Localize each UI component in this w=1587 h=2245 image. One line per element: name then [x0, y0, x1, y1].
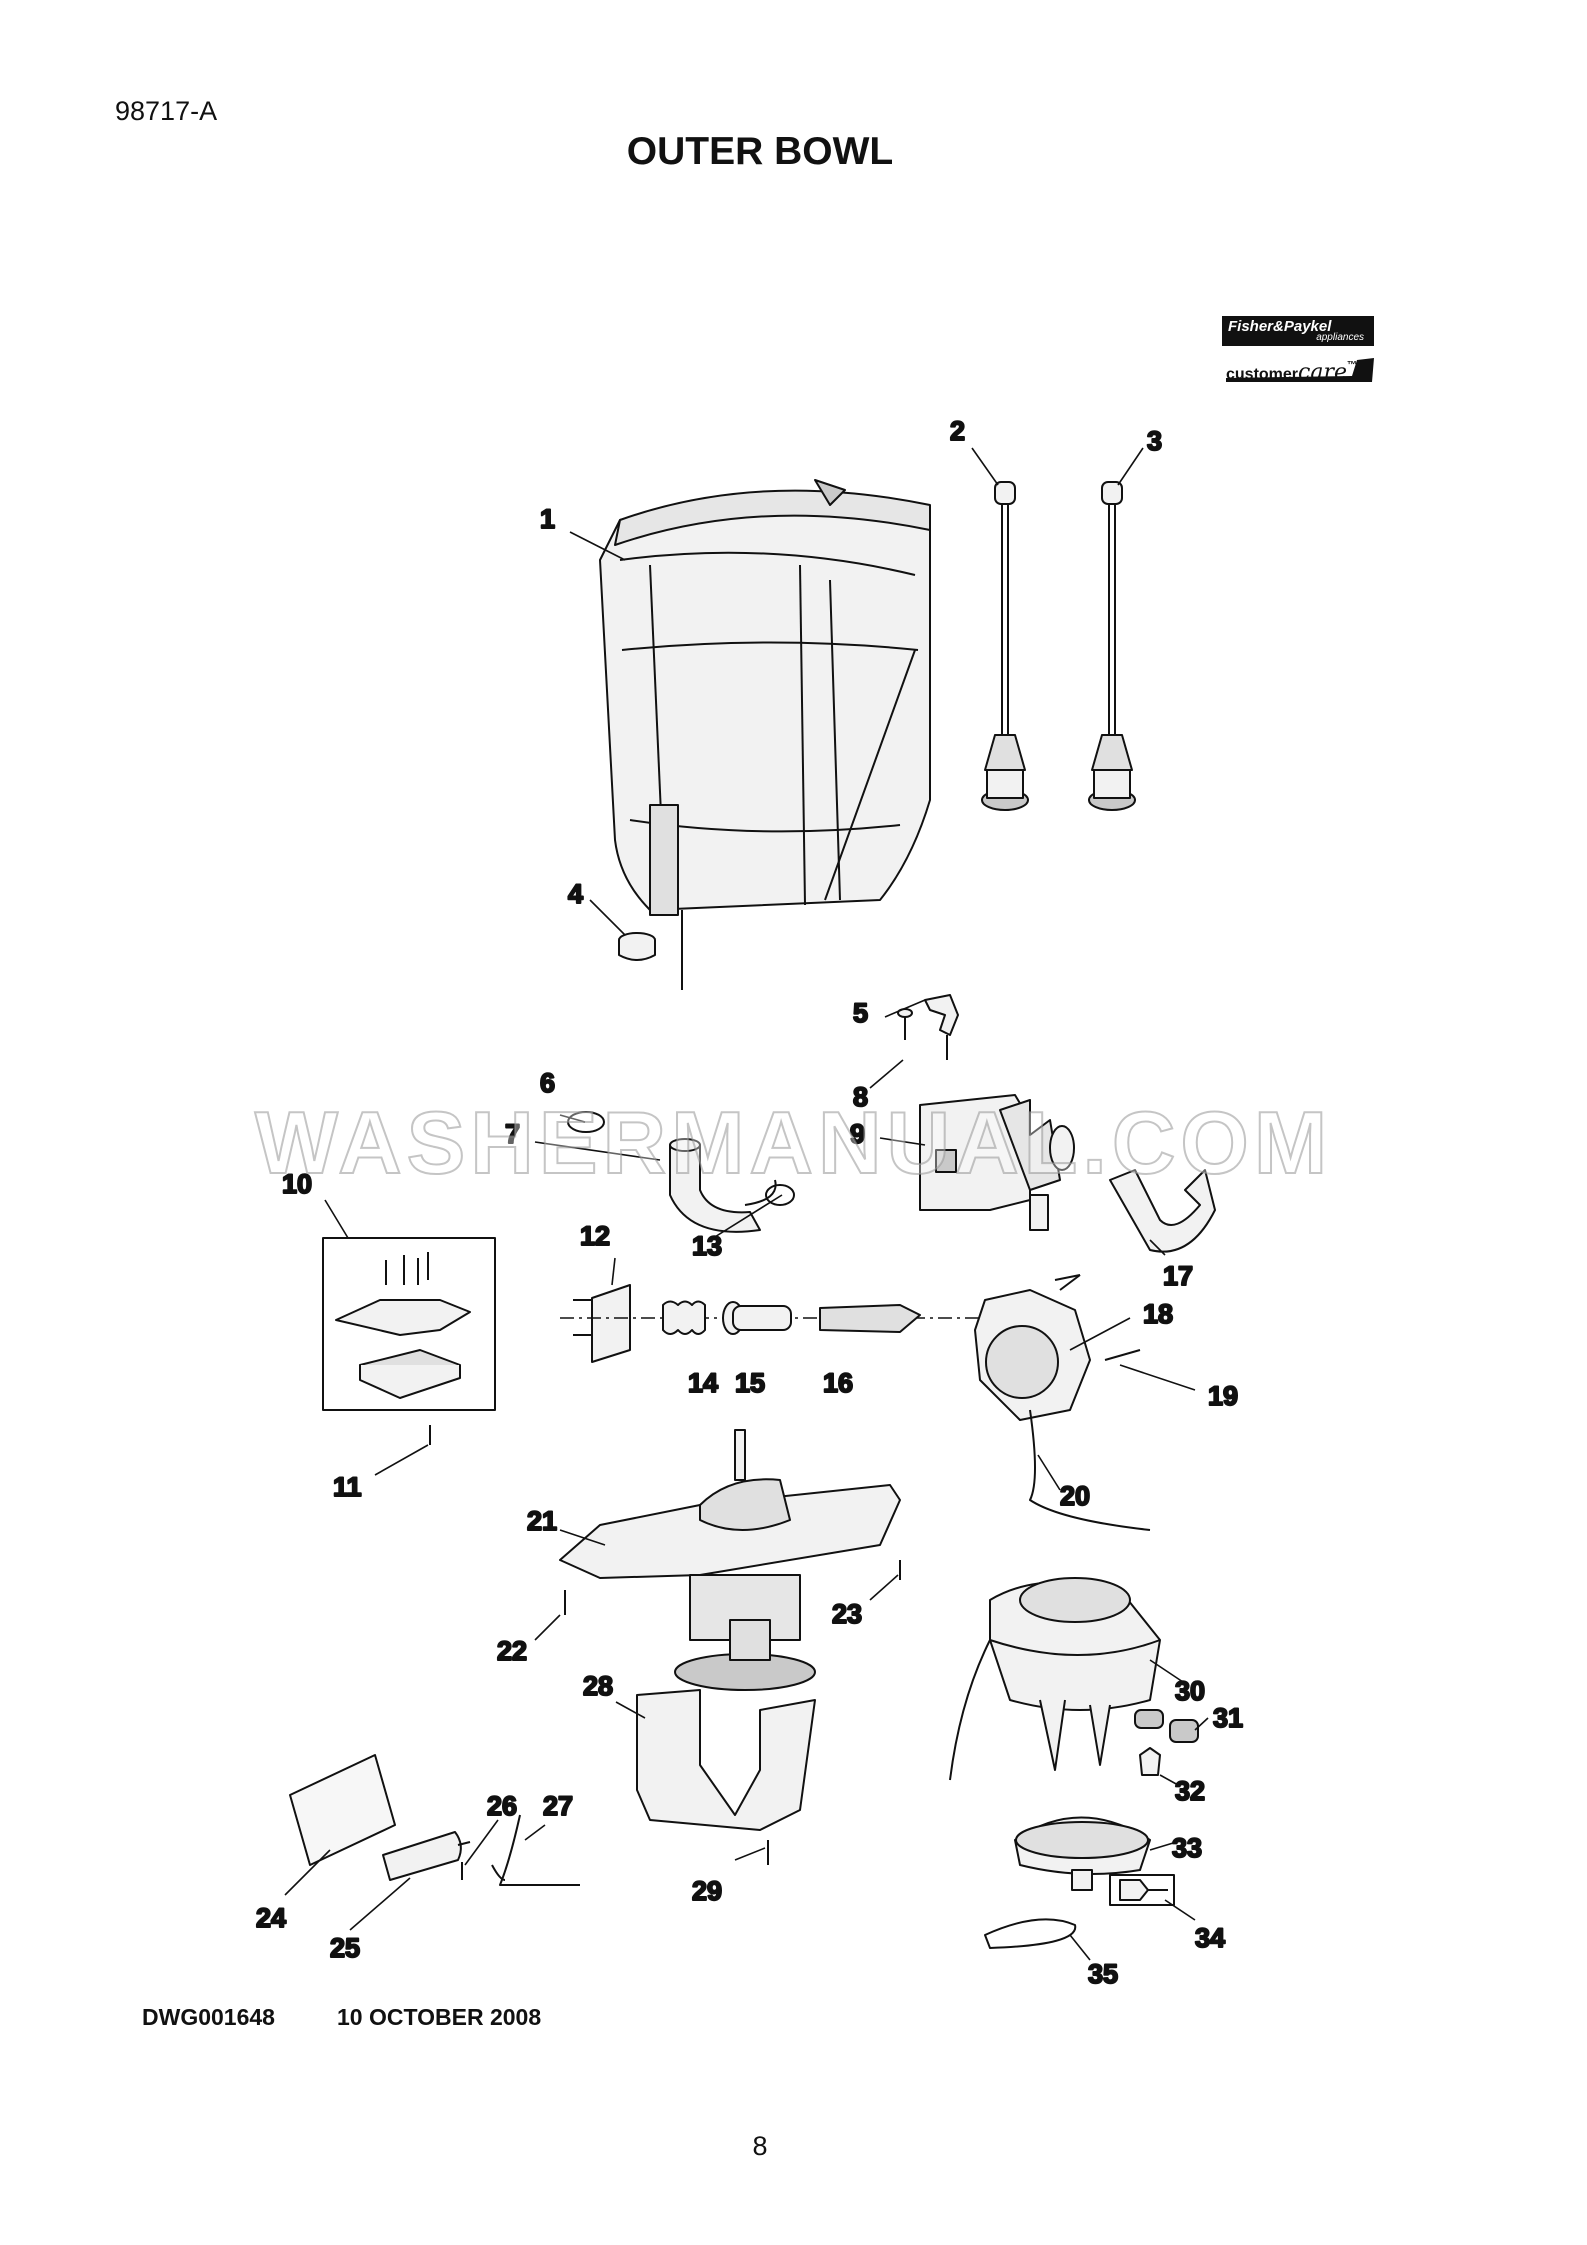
- elbow-hose-part: [1109, 1169, 1216, 1253]
- suspension-rod-part-3: [1088, 481, 1136, 811]
- drive-motor-part: [949, 1577, 1161, 1781]
- callout-13: 13: [692, 1231, 722, 1261]
- callout-28: 28: [583, 1671, 613, 1701]
- callout-14: 14: [688, 1368, 718, 1398]
- callout-6: 6: [540, 1068, 555, 1098]
- shift-motor-part: [974, 1274, 1151, 1531]
- callout-10: 10: [282, 1169, 312, 1199]
- callout-17: 17: [1163, 1261, 1193, 1291]
- callout-31: 31: [1213, 1703, 1243, 1733]
- callout-35: 35: [1088, 1959, 1118, 1989]
- callout-1: 1: [540, 504, 555, 534]
- callout-2: 2: [950, 416, 965, 446]
- drain-pump-part: [919, 1094, 1075, 1231]
- callout-16: 16: [823, 1368, 853, 1398]
- callout-22: 22: [497, 1636, 527, 1666]
- gearcase-base-part: [559, 1429, 901, 1691]
- wiring-harness-part: [461, 1814, 580, 1886]
- callout-numbers: 1 2 3 4 5 6 7 8 9 10 11 12 13 14 15 16 1…: [255, 415, 1244, 1990]
- callout-20: 20: [1060, 1481, 1090, 1511]
- capacitor-part: [382, 1831, 471, 1881]
- callout-15: 15: [735, 1368, 765, 1398]
- callout-9: 9: [850, 1119, 865, 1149]
- motor-pulley-part: [1014, 1816, 1151, 1891]
- mounting-bracket-part: [636, 1689, 816, 1865]
- pump-screw-part: [897, 1008, 948, 1060]
- logo-sub-text: appliances: [1316, 332, 1364, 343]
- callout-30: 30: [1175, 1676, 1205, 1706]
- outer-bowl-part: [599, 479, 931, 990]
- callout-5: 5: [853, 998, 868, 1028]
- callout-3: 3: [1147, 426, 1162, 456]
- callout-27: 27: [543, 1791, 573, 1821]
- callout-11: 11: [333, 1472, 362, 1502]
- callout-26: 26: [487, 1791, 517, 1821]
- callout-4: 4: [568, 879, 583, 909]
- page-title: OUTER BOWL: [626, 130, 894, 173]
- suspension-rod-part-2: [981, 481, 1029, 811]
- callout-29: 29: [692, 1876, 722, 1906]
- page-number: 8: [752, 2131, 768, 2161]
- callout-33: 33: [1172, 1833, 1202, 1863]
- callout-18: 18: [1143, 1299, 1173, 1329]
- fisher-paykel-logo: Fisher&Paykel appliances: [1222, 316, 1374, 346]
- callout-34: 34: [1195, 1923, 1225, 1953]
- callout-19: 19: [1208, 1381, 1238, 1411]
- drawing-number: DWG001648: [142, 2004, 275, 2030]
- logo-main-text: Fisher&Paykel: [1228, 318, 1332, 335]
- pump-bracket-clip-part: [924, 994, 959, 1036]
- pump-hose-assembly: [567, 1111, 795, 1233]
- pulley-bolt-part: [1109, 1874, 1175, 1906]
- drive-belt-part: [984, 1918, 1077, 1949]
- watermark-text: WASHERMANUAL.COM: [254, 1092, 1333, 1193]
- care-swoosh-icon: [1226, 358, 1374, 382]
- shift-actuator-parts: [560, 1284, 1000, 1363]
- care-mark: ™: [1347, 360, 1358, 371]
- callout-32: 32: [1175, 1776, 1205, 1806]
- bracket-kit-part: [322, 1237, 496, 1445]
- motor-grommet-part: [1134, 1709, 1199, 1776]
- callout-21: 21: [527, 1506, 557, 1536]
- document-id: 98717-A: [115, 96, 218, 126]
- customer-care-logo: customercare™: [1222, 356, 1377, 385]
- accessory-parts-bag: [289, 1754, 396, 1866]
- drawing-date: 10 OCTOBER 2008: [337, 2004, 542, 2030]
- callout-7: 7: [505, 1119, 520, 1149]
- callout-12: 12: [580, 1221, 610, 1251]
- bowl-foot-cap-part: [618, 932, 656, 961]
- callout-23: 23: [832, 1599, 862, 1629]
- callout-25: 25: [330, 1933, 360, 1963]
- callout-leader-lines: [284, 447, 1209, 1961]
- callout-8: 8: [853, 1082, 868, 1112]
- callout-24: 24: [256, 1903, 286, 1933]
